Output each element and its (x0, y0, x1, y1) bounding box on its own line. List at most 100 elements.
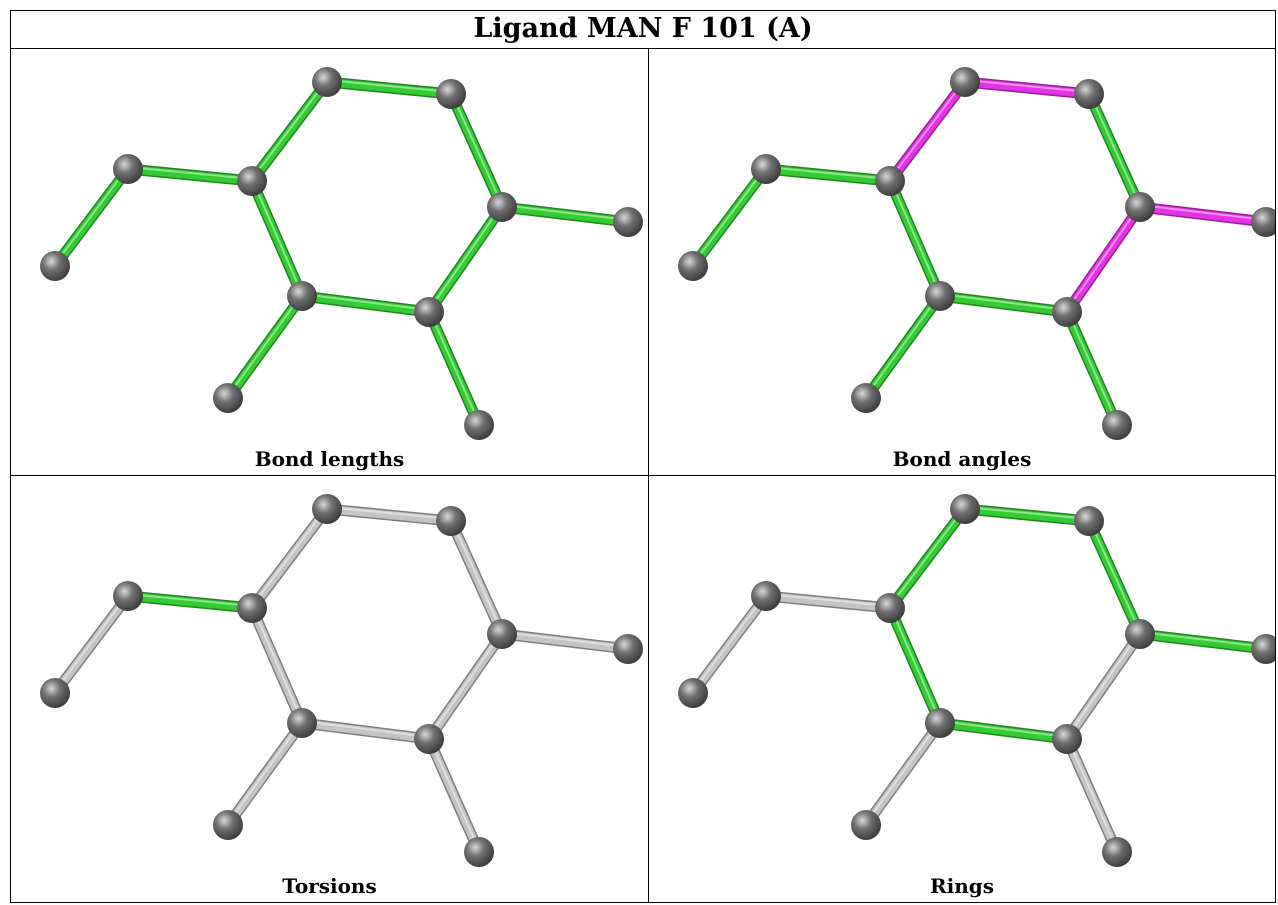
molecule-rings (678, 494, 1275, 867)
panel-caption: Bond lengths (254, 447, 405, 471)
bond-a5-a6 (1083, 515, 1146, 640)
molecule-torsions (40, 494, 643, 867)
bond-a4-a5 (959, 76, 1095, 100)
bond-a4-a5 (321, 503, 457, 527)
atom-a10 (1102, 410, 1132, 440)
panel-caption: Torsions (282, 874, 377, 898)
bond-a6-a7 (1134, 201, 1272, 228)
atom-a11 (851, 810, 881, 840)
atom-a2 (751, 154, 781, 184)
atom-a7 (613, 634, 643, 664)
bond-a1-a2 (687, 163, 772, 272)
figure-title: Ligand MAN F 101 (A) (11, 11, 1275, 49)
bond-a9-a3 (884, 602, 946, 729)
bond-a8-a10 (1061, 306, 1123, 431)
bond-a6-a7 (1134, 628, 1272, 655)
bond-a6-a8 (423, 201, 508, 318)
atom-a1 (678, 678, 708, 708)
bond-a9-a3 (884, 175, 946, 302)
atom-a10 (464, 410, 494, 440)
bond-a9-a11 (860, 290, 946, 404)
atom-a2 (751, 581, 781, 611)
bond-a2-a3 (122, 590, 258, 614)
bond-a3-a4 (884, 76, 971, 187)
bond-a8-a10 (423, 306, 485, 431)
atom-a9 (925, 281, 955, 311)
atom-a1 (40, 251, 70, 281)
bond-a2-a3 (760, 163, 896, 187)
bond-a6-a8 (1061, 201, 1146, 318)
bond-a6-a7 (496, 628, 634, 655)
bond-a8-a9 (934, 717, 1073, 745)
atom-a8 (414, 297, 444, 327)
atom-a2 (113, 154, 143, 184)
panel-bond-lengths: Bond lengths (11, 49, 649, 476)
bond-a5-a6 (445, 88, 508, 213)
atom-a9 (287, 708, 317, 738)
bond-a6-a8 (423, 628, 508, 745)
panel-caption: Rings (929, 874, 994, 898)
atom-a7 (1251, 207, 1275, 237)
bond-a3-a4 (246, 503, 333, 614)
bond-a9-a3 (246, 602, 308, 729)
bond-a6-a7 (496, 201, 634, 228)
atom-a7 (1251, 634, 1275, 664)
atom-a11 (213, 810, 243, 840)
atom-a2 (113, 581, 143, 611)
bond-a2-a3 (760, 590, 896, 614)
bond-a2-a3 (122, 163, 258, 187)
molecule-bond-lengths (40, 67, 643, 440)
atom-a10 (464, 837, 494, 867)
atom-a11 (213, 383, 243, 413)
bond-a8-a9 (296, 717, 435, 745)
atom-a6 (487, 192, 517, 222)
panel-caption: Bond angles (892, 447, 1032, 471)
bond-a9-a11 (860, 717, 946, 831)
atom-a6 (1125, 192, 1155, 222)
atom-a3 (875, 166, 905, 196)
bond-a5-a6 (1083, 88, 1146, 213)
atom-a1 (678, 251, 708, 281)
bond-a8-a9 (296, 290, 435, 318)
atom-a4 (950, 494, 980, 524)
bond-a4-a5 (959, 503, 1095, 527)
atom-a8 (1052, 724, 1082, 754)
atom-a8 (1052, 297, 1082, 327)
bond-a1-a2 (687, 590, 772, 699)
atom-a4 (950, 67, 980, 97)
bond-a8-a10 (1061, 733, 1123, 858)
atom-a5 (1074, 506, 1104, 536)
molecule-bond-angles (678, 67, 1275, 440)
bond-a3-a4 (246, 76, 333, 187)
atom-a8 (414, 724, 444, 754)
atom-a7 (613, 207, 643, 237)
atom-a3 (237, 166, 267, 196)
atom-a5 (1074, 79, 1104, 109)
atom-a3 (875, 593, 905, 623)
bond-a8-a9 (934, 290, 1073, 318)
atom-a3 (237, 593, 267, 623)
panel-rings: Rings (649, 476, 1275, 902)
bond-a4-a5 (321, 76, 457, 100)
bond-a3-a4 (884, 503, 971, 614)
bond-a9-a3 (246, 175, 308, 302)
bond-a8-a10 (423, 733, 485, 858)
atom-a4 (312, 67, 342, 97)
atom-a4 (312, 494, 342, 524)
bond-a1-a2 (49, 163, 134, 272)
figure-frame: Ligand MAN F 101 (A) Bond lengths Bond a… (10, 10, 1276, 903)
atom-a11 (851, 383, 881, 413)
atom-a9 (925, 708, 955, 738)
bond-a6-a8 (1061, 628, 1146, 745)
bond-a9-a11 (222, 717, 308, 831)
atom-a10 (1102, 837, 1132, 867)
bond-a1-a2 (49, 590, 134, 699)
atom-a6 (487, 619, 517, 649)
atom-a1 (40, 678, 70, 708)
panel-bond-angles: Bond angles (649, 49, 1275, 476)
atom-a6 (1125, 619, 1155, 649)
panel-torsions: Torsions (11, 476, 649, 902)
bond-a5-a6 (445, 515, 508, 640)
atom-a5 (436, 79, 466, 109)
atom-a9 (287, 281, 317, 311)
